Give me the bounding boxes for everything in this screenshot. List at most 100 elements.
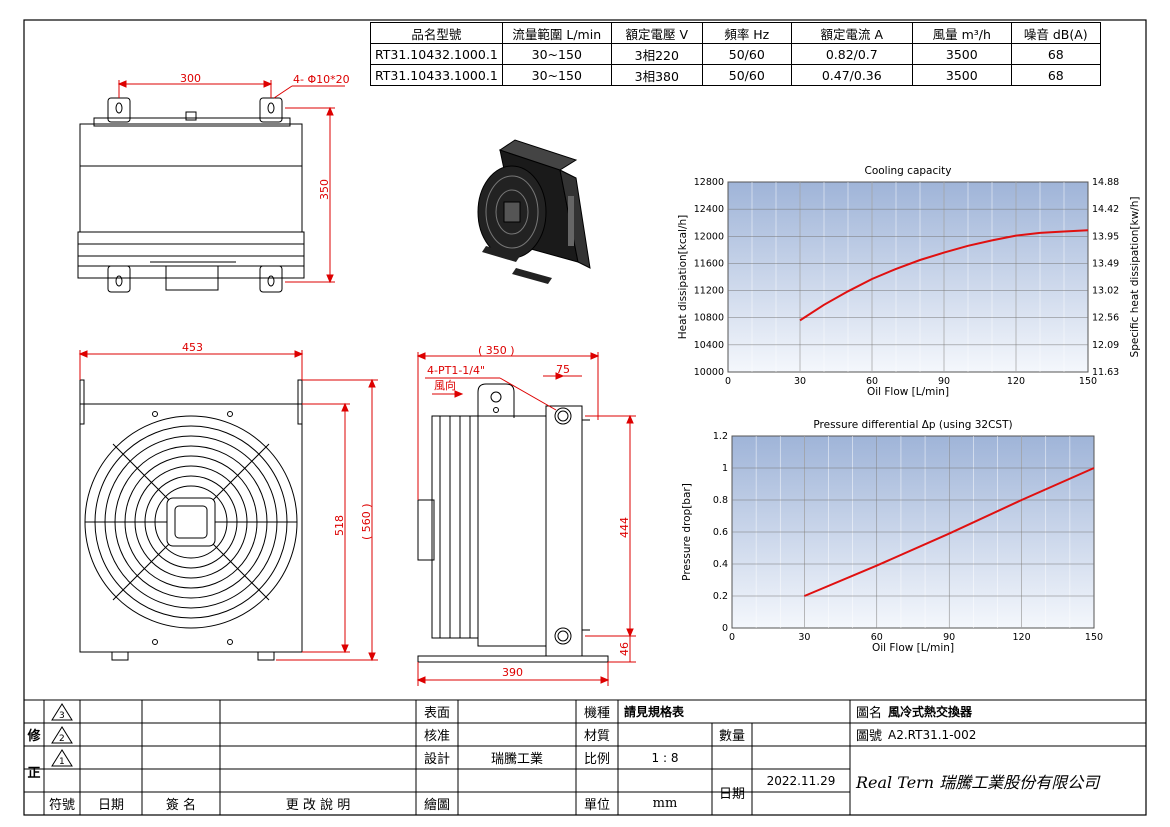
company-name: Real Tern 瑞騰工業股份有限公司 [856,772,1100,792]
motor-housing [165,265,219,291]
side-tank [545,405,583,657]
model-value: 請見規格表 [624,705,685,719]
spec-cell: 30~150 [501,64,612,86]
y-tick-label: 12400 [694,204,724,215]
cooling-capacity-chart: 1000010400108001120011600120001240012800… [677,165,1141,398]
airflow-label: 風向 [434,378,456,392]
drawing-name-label: 圖名 [856,706,883,721]
dim-base-width: 390 [502,666,523,679]
surface-label: 表面 [423,706,450,721]
x-tick-label: 60 [871,632,883,643]
spec-cell: 3500 [911,43,1012,65]
y2-tick-label: 13.49 [1092,258,1119,269]
material-label: 材質 [583,729,610,744]
plot-area [727,181,1089,373]
x-tick-label: 120 [1013,632,1031,643]
y-tick-label: 11200 [694,286,724,297]
series-line [804,467,1095,597]
spec-header-row: 品名型號 流量範圍 L/min 額定電壓 V 頻率 Hz 額定電流 A 風量 m… [370,22,1101,44]
oil-port [554,627,572,645]
mount-bracket [259,265,283,293]
x-tick-label: 30 [794,376,806,387]
side-view-dimensions [416,352,636,686]
x-tick-label: 150 [1079,376,1097,387]
unit-value: mm [652,796,678,811]
drawing-number-label: 圖號 [856,729,883,744]
x-tick-label: 60 [866,376,878,387]
rev-label: 正 [27,766,41,781]
spec-cell: 50/60 [701,64,792,86]
y-axis-label: Heat dissipation[kcal/h] [677,215,689,340]
x-tick-label: 150 [1085,632,1103,643]
rev-mark: 3 [59,711,65,721]
x-tick-label: 0 [725,376,731,387]
design-label: 設計 [423,752,450,767]
rev-header-desc: 更 改 說 明 [285,798,351,813]
spec-cell: RT31.10433.1000.1 [370,64,503,86]
y2-tick-label: 14.42 [1092,204,1119,215]
y2-tick-label: 11.63 [1092,367,1119,378]
y-tick-label: 0.8 [713,495,728,506]
y-tick-label: 10000 [694,367,724,378]
series-line [799,229,1089,322]
design-value: 瑞騰工業 [490,752,543,767]
spec-table: 品名型號 流量範圍 L/min 額定電壓 V 頻率 Hz 額定電流 A 風量 m… [370,22,1101,86]
drawing-number-value: A2.RT31.1-002 [888,727,977,742]
y-tick-label: 0 [722,623,728,634]
oil-port [554,407,572,425]
top-view-header [79,123,303,167]
side-base [417,655,609,663]
front-view-dimensions [78,350,378,662]
side-core [477,415,547,647]
side-motor [417,499,435,561]
y-tick-label: 0.6 [713,527,728,538]
y2-tick-label: 12.09 [1092,340,1119,351]
dim-holes: 4- Φ10*20 [293,73,350,86]
front-view [79,379,303,661]
dim-front-height: 518 [333,515,346,536]
x-tick-label: 30 [798,632,810,643]
dim-top-width: 300 [180,72,201,85]
model-label: 機種 [583,706,610,721]
lifting-lug [477,383,515,418]
spec-cell: 3相380 [610,64,703,86]
spec-row: RT31.10433.1000.1 30~150 3相380 50/60 0.4… [370,64,1101,86]
dim-port: 4-PT1-1/4" [427,364,485,377]
x-tick-label: 120 [1007,376,1025,387]
dim-base-height: 46 [618,642,631,656]
x-tick-label: 90 [938,376,950,387]
y2-tick-label: 14.88 [1092,177,1119,188]
chart-title: Cooling capacity [865,165,952,177]
spec-header: 額定電流 A [790,22,913,44]
y-tick-label: 1 [722,463,728,474]
revision-triangles [51,703,73,767]
top-view-dimensions [117,80,345,284]
y-tick-label: 11600 [694,258,724,269]
y2-tick-label: 12.56 [1092,313,1119,324]
x-tick-label: 90 [943,632,955,643]
product-isometric-image [477,139,591,284]
rev-label: 修 [27,729,41,744]
unit-label: 單位 [583,798,610,813]
fan-guard [77,231,305,279]
drawn-label: 繪圖 [423,798,450,813]
rev-mark: 1 [59,757,65,767]
mount-bracket [107,265,131,293]
y-tick-label: 0.2 [713,591,728,602]
approve-label: 核准 [423,729,450,744]
rev-header-symbol: 符號 [48,798,75,813]
spec-cell: 68 [1010,43,1101,65]
y-tick-label: 10400 [694,340,724,351]
y-tick-label: 0.4 [713,559,728,570]
rev-mark: 2 [59,734,65,744]
front-view-frame [79,403,303,653]
y2-tick-label: 13.02 [1092,286,1119,297]
x-axis-label: Oil Flow [L/min] [867,386,949,398]
date-label: 日期 [718,786,745,802]
drawing-name-value: 風冷式熱交換器 [888,705,973,719]
rev-header-sign: 簽 名 [165,798,197,813]
side-view [417,383,609,663]
spec-cell: 3相220 [610,43,703,65]
fan-hub [166,497,216,547]
